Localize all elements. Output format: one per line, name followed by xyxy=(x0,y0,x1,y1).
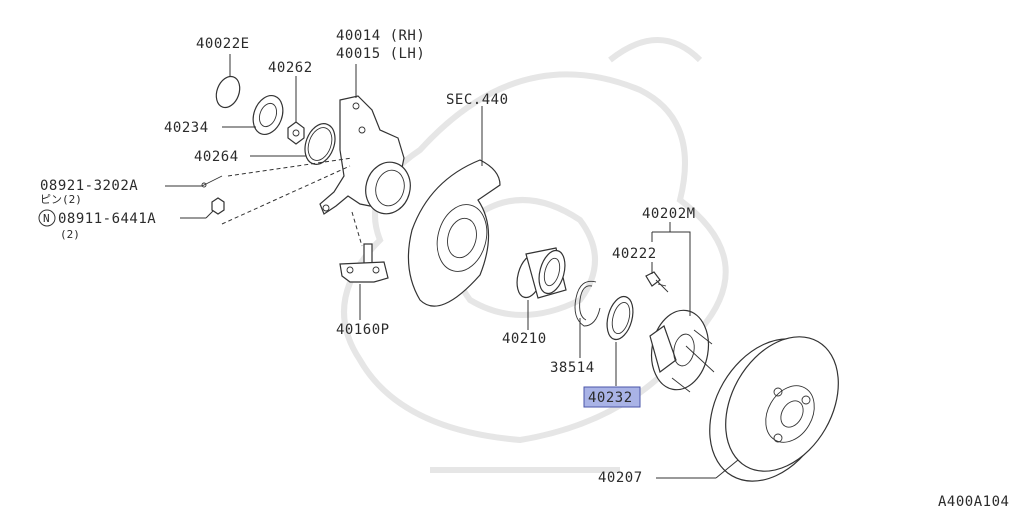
callout-40014[interactable]: 40014 (RH) xyxy=(336,28,425,44)
callout-40262[interactable]: 40262 xyxy=(268,60,313,76)
part-40262-nut[interactable] xyxy=(287,121,305,145)
dashed-guide-nut xyxy=(221,165,351,225)
part-40222-bolt[interactable] xyxy=(645,271,669,293)
callout-08921[interactable]: 08921-3202A xyxy=(40,178,138,194)
callout-40264[interactable]: 40264 xyxy=(194,149,239,165)
part-40232-seal[interactable] xyxy=(603,294,638,343)
callout-40232[interactable]: 40232 xyxy=(588,390,633,406)
callout-40160P[interactable]: 40160P xyxy=(336,322,390,338)
part-40234-seal[interactable] xyxy=(248,91,288,138)
part-38514-snapring[interactable] xyxy=(574,280,601,327)
n-circle-symbol: N xyxy=(38,209,56,227)
callout-38514[interactable]: 38514 xyxy=(550,360,595,376)
leader-08911b xyxy=(205,209,215,219)
dashed-guide-balljoint xyxy=(351,211,363,247)
callout-40202M[interactable]: 40202M xyxy=(642,206,696,222)
part-40202M-hub[interactable] xyxy=(645,306,715,395)
callout-08911[interactable]: 08911-6441A xyxy=(58,211,156,227)
part-08911-nut[interactable] xyxy=(211,197,225,215)
part-08921-pin[interactable] xyxy=(201,175,223,188)
n-letter: N xyxy=(43,212,50,225)
part-40022E-cap[interactable] xyxy=(212,73,244,111)
callout-sec440[interactable]: SEC.440 xyxy=(446,92,509,108)
part-40014-knuckle[interactable] xyxy=(319,95,416,219)
leader-40207b xyxy=(715,459,739,479)
callout-40022E[interactable]: 40022E xyxy=(196,36,250,52)
highlight-box-40232 xyxy=(583,386,641,408)
part-40207-rotor[interactable] xyxy=(685,317,861,503)
callout-08921-qty: ピン(2) xyxy=(40,193,82,206)
callout-40207[interactable]: 40207 xyxy=(598,470,643,486)
callout-08911-qty: (2) xyxy=(60,228,80,241)
callout-40222[interactable]: 40222 xyxy=(612,246,657,262)
callout-40234[interactable]: 40234 xyxy=(164,120,209,136)
part-40210-bearing[interactable] xyxy=(513,247,570,301)
leader-40202M-bracket xyxy=(652,231,691,316)
diagram-id: A400A104 xyxy=(938,494,1009,510)
part-sec440-backing-plate[interactable] xyxy=(407,159,501,307)
part-40160P-balljoint[interactable] xyxy=(339,243,389,283)
part-40264-ring[interactable] xyxy=(300,119,341,168)
callout-40210[interactable]: 40210 xyxy=(502,331,547,347)
callout-40015[interactable]: 40015 (LH) xyxy=(336,46,425,62)
